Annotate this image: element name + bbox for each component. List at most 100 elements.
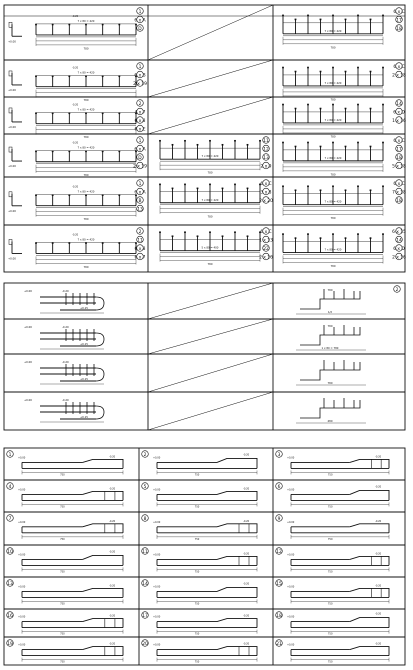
profile-cap xyxy=(8,22,13,28)
elevation-label: +0.00 xyxy=(8,164,16,168)
post-cap xyxy=(51,194,54,197)
position-mark: B xyxy=(136,196,144,204)
elevation-label: +0.00 xyxy=(287,456,295,459)
post-cap xyxy=(357,185,359,188)
section-a-border xyxy=(3,4,406,273)
bar-bend xyxy=(95,332,105,347)
mark-label: 21 xyxy=(276,641,282,647)
elevation-label: -0.20 xyxy=(243,453,250,456)
post-cap xyxy=(357,14,359,17)
profile-cap xyxy=(8,239,13,245)
mark-label: 2 x 9 xyxy=(261,163,272,169)
position-mark: 16 xyxy=(6,611,14,619)
mark-label: 7 x 18 xyxy=(392,189,406,195)
mark-label: 6 x D xyxy=(393,109,405,115)
position-mark: 19 xyxy=(6,639,14,647)
elevation-label: -0.20 xyxy=(375,584,382,587)
mark-circle xyxy=(275,450,283,458)
post-cap xyxy=(357,141,359,144)
elevation-label: +0.00 xyxy=(18,521,26,524)
dimension-text: 750 xyxy=(60,538,65,541)
position-mark: 14 xyxy=(141,579,149,587)
mark-circle xyxy=(262,153,270,161)
position-mark: 2 x 19 xyxy=(133,79,147,87)
post-cap xyxy=(51,75,54,78)
post-cap xyxy=(68,194,71,197)
bar-bend xyxy=(95,296,105,311)
position-mark: 11 xyxy=(141,547,149,555)
post-cap xyxy=(344,18,347,21)
dimension-text: 5 x 80 = 400 xyxy=(202,246,219,250)
bar-step xyxy=(349,587,390,598)
post-cap xyxy=(196,143,199,146)
dimension-text: 750 xyxy=(328,570,333,573)
post-cap xyxy=(319,18,322,21)
mark-circle xyxy=(6,611,14,619)
position-mark: 20 xyxy=(141,639,149,647)
position-mark: 6 x B xyxy=(134,70,146,78)
bar-bend xyxy=(95,405,105,420)
mark-circle xyxy=(136,244,144,252)
dimension-text: 780 xyxy=(331,97,336,101)
elevation-label: +0.00 xyxy=(18,616,26,619)
post-cap xyxy=(171,235,174,238)
dimension-text: 7 x 80 = 420 xyxy=(325,200,342,204)
post-cap xyxy=(369,189,372,192)
dimension-text: 780 xyxy=(331,216,336,220)
bar-step xyxy=(216,646,258,656)
dimension-text: 750 xyxy=(328,661,333,664)
frame-elevation xyxy=(282,14,384,45)
dimension-text: 750 xyxy=(60,473,65,476)
mark-label: 8 xyxy=(144,516,147,522)
position-mark: 22 xyxy=(262,244,270,252)
post-cap xyxy=(118,194,121,197)
position-mark: 2 xyxy=(136,227,144,235)
dimension-text: 750 xyxy=(195,538,200,541)
position-mark: 2 xyxy=(141,450,149,458)
mark-circle xyxy=(136,235,144,244)
mark-label: 2 xyxy=(139,229,142,235)
mark-circle xyxy=(395,107,403,116)
elevation-label: -0.20 xyxy=(72,104,79,107)
mark-label: 6 x A xyxy=(134,189,145,195)
elevation-label: -0.20 xyxy=(243,615,250,618)
frame-elevation xyxy=(282,66,384,97)
elevation-label: -0.20 xyxy=(62,325,69,329)
post-cap xyxy=(344,70,347,73)
mark-label: 10 xyxy=(7,549,13,555)
elevation-label: -0.20 xyxy=(375,613,382,616)
elevation-label: +0.15 xyxy=(80,377,88,381)
post-cap xyxy=(35,194,37,197)
post-cap xyxy=(246,143,249,146)
position-mark: 2 x 16 xyxy=(259,252,273,260)
dimension-text: 750 xyxy=(328,505,333,508)
mark-circle xyxy=(275,639,283,647)
bar-step xyxy=(216,457,258,469)
position-mark: 1 xyxy=(136,179,144,187)
mark-circle xyxy=(6,450,14,458)
dimension-text: 750 xyxy=(328,538,333,541)
post-cap xyxy=(68,112,71,115)
mark-circle xyxy=(275,482,283,490)
post-cap xyxy=(135,23,137,26)
post-cap xyxy=(307,185,309,188)
post-cap xyxy=(234,139,236,142)
post-cap xyxy=(101,75,104,78)
dimension-text: 750 xyxy=(328,602,333,605)
mark-circle xyxy=(275,611,283,619)
bar-step xyxy=(216,523,258,533)
position-mark: 6 x D xyxy=(393,244,405,252)
elevation-label: -0.20 xyxy=(243,552,250,555)
mark-label: 14 xyxy=(142,581,148,587)
mark-circle xyxy=(6,514,14,522)
dimension-text: 750 xyxy=(60,570,65,573)
mark-circle xyxy=(262,244,270,252)
position-mark: 6 xyxy=(275,482,283,490)
